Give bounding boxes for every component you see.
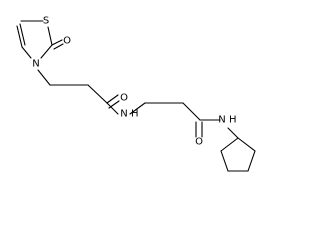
bond-c5-c4 bbox=[16, 25, 23, 48]
bond-n1-ch2c bbox=[129, 102, 146, 115]
bond-n2-cp bbox=[227, 127, 239, 139]
atom-h-amide2: H bbox=[229, 115, 237, 126]
bond-c2-o bbox=[51, 39, 63, 46]
atom-o-amide2: O bbox=[195, 137, 203, 148]
propanoyl-chain-1 bbox=[37, 69, 146, 115]
bond-c4-n bbox=[21, 46, 32, 59]
bond-ch2d-c2 bbox=[182, 102, 201, 121]
atom-s-ring: S bbox=[43, 16, 49, 27]
bond-ch2b-c1 bbox=[87, 84, 108, 104]
atom-n-ring: N bbox=[32, 59, 39, 70]
bond-cp2-cp3 bbox=[220, 150, 229, 172]
bond-cp4-cp5 bbox=[247, 150, 256, 172]
bond-n-c2 bbox=[40, 44, 53, 59]
bond-cp1-cp2 bbox=[220, 137, 239, 152]
atom-o-ring: O bbox=[63, 36, 71, 47]
propanoyl-chain-2 bbox=[144, 102, 239, 139]
atom-n-amide2: N bbox=[218, 115, 225, 126]
molecule-diagram: S O N O N H O N H bbox=[16, 16, 256, 172]
bond-s-c2 bbox=[47, 26, 53, 46]
bond-c5-c4-inner bbox=[19, 23, 26, 46]
bond-c1-o1 bbox=[106, 94, 119, 104]
thiazolone-ring bbox=[16, 20, 64, 59]
bond-c2-o-double bbox=[53, 43, 64, 50]
bond-c1-n1 bbox=[106, 102, 119, 115]
bond-cp5-cp1 bbox=[237, 137, 256, 152]
bond-n-ch2a bbox=[37, 69, 51, 86]
atom-o-amide1: O bbox=[120, 93, 128, 104]
atom-h-amide1: H bbox=[131, 109, 139, 120]
cyclopentane-ring bbox=[220, 137, 256, 172]
atom-n-amide1: N bbox=[120, 109, 127, 120]
